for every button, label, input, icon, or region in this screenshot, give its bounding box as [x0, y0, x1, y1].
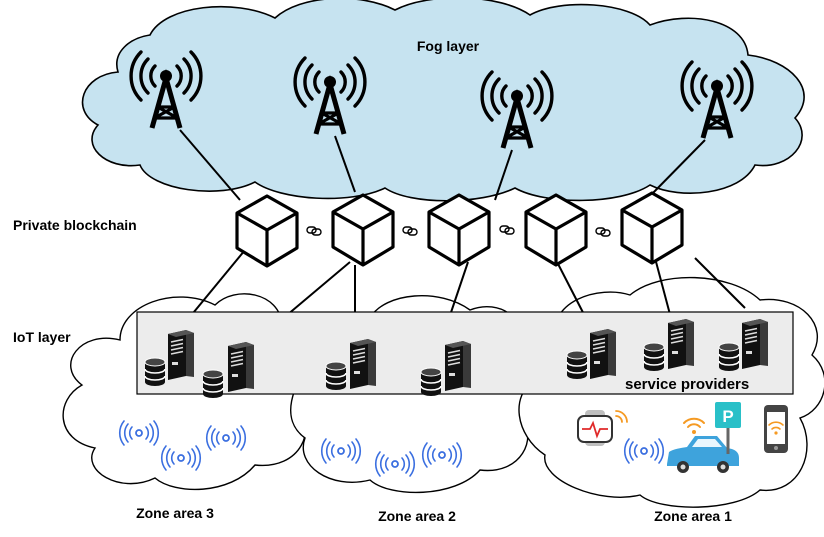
server-2-icon	[227, 341, 255, 393]
fog-layer-cloud	[81, 0, 805, 202]
database-6-icon	[643, 342, 665, 372]
iot-layer-label: IoT layer	[13, 329, 71, 345]
blockchain-block-1-cube-icon	[235, 194, 299, 268]
server-6-icon	[667, 318, 695, 370]
blockchain-block-2-cube-icon	[331, 193, 395, 267]
database-1-icon	[144, 357, 166, 387]
database-7-icon	[718, 342, 740, 372]
database-4-icon	[420, 367, 442, 397]
server-5-icon	[589, 328, 617, 380]
zone-2-label: Zone area 2	[378, 508, 456, 524]
car-icon	[667, 436, 739, 473]
server-4-icon	[444, 340, 472, 392]
server-1-icon	[167, 329, 195, 381]
parking-sign-icon: P	[715, 402, 741, 454]
database-2-icon	[202, 369, 224, 399]
chain-link-1-icon	[306, 226, 322, 236]
private-blockchain-label: Private blockchain	[13, 217, 137, 233]
car-wifi-icon	[683, 417, 705, 434]
blockchain-block-5-cube-icon	[620, 191, 684, 265]
fog-blockchain-links	[179, 129, 706, 201]
zone-1-label: Zone area 1	[654, 508, 732, 524]
fog-layer-label: Fog layer	[417, 38, 480, 54]
parking-sign-letter: P	[722, 407, 733, 426]
blockchain-block-4-cube-icon	[524, 193, 588, 267]
database-5-icon	[566, 350, 588, 380]
chain-link-4-icon	[595, 227, 611, 237]
chain-link-2-icon	[402, 226, 418, 236]
smartphone-icon	[764, 405, 788, 453]
server-3-icon	[349, 338, 377, 390]
server-7-icon	[741, 318, 769, 370]
database-3-icon	[325, 361, 347, 391]
service-providers-label: service providers	[625, 376, 749, 393]
zone-3-label: Zone area 3	[136, 505, 214, 521]
chain-link-3-icon	[499, 225, 515, 235]
blockchain-block-3-cube-icon	[427, 193, 491, 267]
smartwatch-icon	[577, 410, 628, 446]
